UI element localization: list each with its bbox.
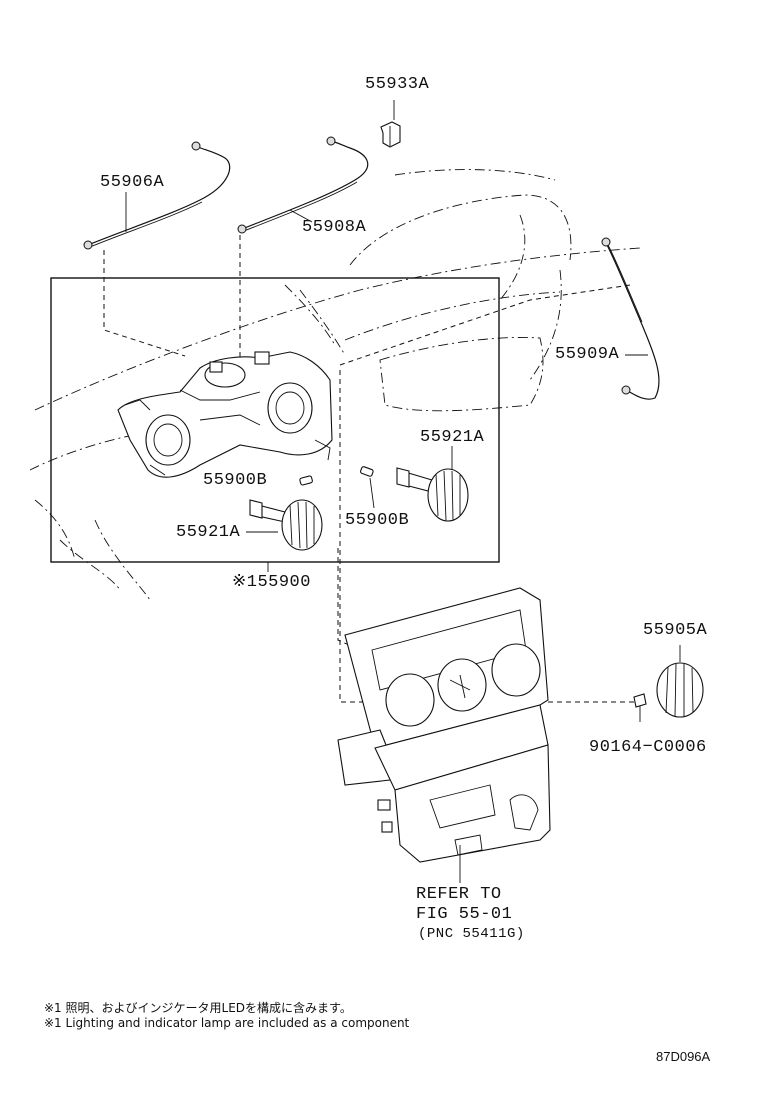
assembly-box — [50, 277, 500, 563]
label-90164[interactable]: 90164−C0006 — [589, 738, 707, 757]
bulb-55900B-right[interactable] — [360, 466, 374, 477]
console-panel[interactable] — [337, 587, 551, 863]
heater-control-assembly[interactable] — [117, 351, 333, 478]
label-55900B-right[interactable]: 55900B — [345, 511, 410, 530]
label-55933A[interactable]: 55933A — [365, 75, 430, 94]
label-55921A-left[interactable]: 55921A — [176, 523, 241, 542]
diagram-code: 87D096A — [656, 1049, 711, 1064]
wire-55908A[interactable] — [237, 136, 369, 234]
label-55921A-right[interactable]: 55921A — [420, 428, 485, 447]
label-55909A[interactable]: 55909A — [555, 345, 620, 364]
refer-line-1: REFER TO — [416, 885, 502, 904]
label-55900[interactable]: ※155900 — [232, 573, 311, 592]
knob-55921A-left[interactable] — [249, 499, 323, 551]
refer-line-2[interactable]: FIG 55-01 — [416, 905, 513, 924]
knob-55921A-right[interactable] — [396, 467, 469, 522]
label-55900B-left[interactable]: 55900B — [203, 471, 268, 490]
refer-line-3[interactable]: (PNC 55411G) — [418, 926, 525, 942]
note-english: ※1 Lighting and indicator lamp are inclu… — [44, 1016, 410, 1030]
screw-90164[interactable] — [633, 693, 647, 722]
label-55908A[interactable]: 55908A — [302, 218, 367, 237]
label-55905A[interactable]: 55905A — [643, 621, 708, 640]
bulb-55900B-left[interactable] — [299, 475, 313, 486]
note-japanese: ※1 照明、およびインジケータ用LEDを構成に含みます。 — [44, 1001, 352, 1015]
wire-55906A[interactable] — [83, 141, 231, 250]
label-55906A[interactable]: 55906A — [100, 173, 165, 192]
clip-55933A[interactable] — [380, 121, 401, 148]
knob-55905A[interactable] — [656, 662, 704, 718]
wire-55909A[interactable] — [601, 237, 660, 400]
